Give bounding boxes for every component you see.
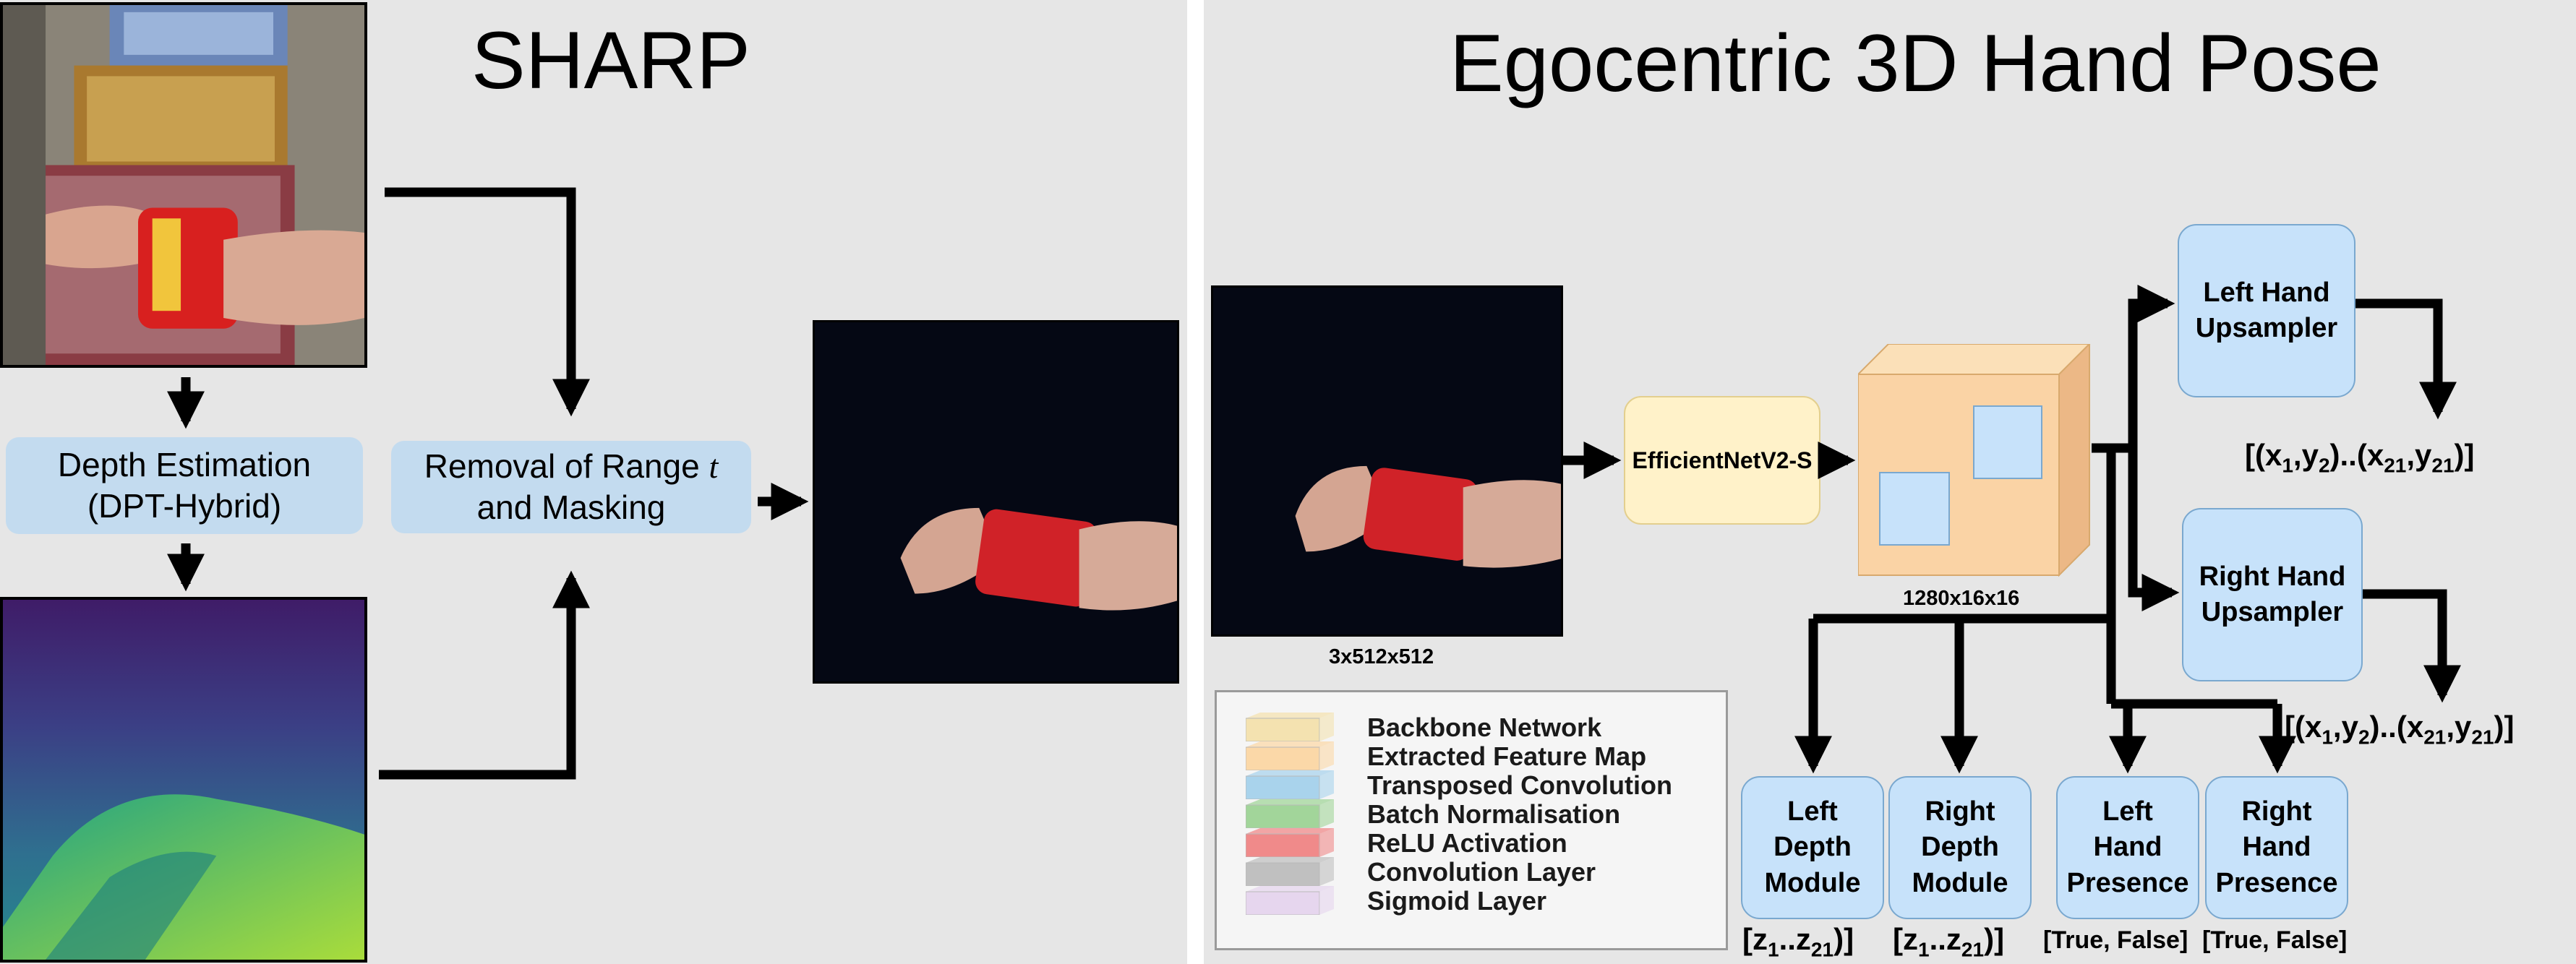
left-depth-module: Left Depth Module: [1741, 776, 1884, 919]
legend-label: Backbone Network: [1367, 713, 1602, 742]
legend-swatch: [1246, 857, 1334, 886]
legend-swatch: [1246, 828, 1334, 857]
legend-swatch: [1246, 713, 1334, 741]
masked-output-image: [813, 320, 1179, 684]
depth-estimation-line1: Depth Estimation: [57, 445, 312, 483]
legend-item: Backbone Network: [1217, 713, 1730, 741]
legend-item: ReLU Activation: [1217, 828, 1730, 857]
right-hand-upsampler: Right Hand Upsampler: [2182, 508, 2363, 681]
right-keypoints-output: [(x1,y2)..(x21,y21)]: [2285, 710, 2515, 749]
left-keypoints-output: [(x1,y2)..(x21,y21)]: [2245, 438, 2475, 477]
depth-estimation-line2: (DPT-Hybrid): [87, 487, 282, 525]
left-depth-output: [z1..z21)]: [1742, 922, 1854, 961]
legend-label: Batch Normalisation: [1367, 799, 1621, 829]
range-variable: t: [709, 447, 719, 485]
right-presence-output: [True, False]: [2202, 926, 2348, 954]
range-removal-line1: Removal of Range: [424, 447, 709, 485]
depth-map-image: [0, 597, 367, 963]
legend-swatch: [1246, 886, 1334, 915]
left-upsampler-line2: Upsampler: [2195, 313, 2338, 343]
right-upsampler-line1: Right Hand: [2199, 561, 2346, 592]
left-hand-upsampler: Left Hand Upsampler: [2178, 224, 2355, 397]
legend-label: ReLU Activation: [1367, 828, 1567, 858]
right-upsampler-line2: Upsampler: [2201, 597, 2344, 627]
legend-label: Transposed Convolution: [1367, 770, 1673, 800]
hand-pose-title: Egocentric 3D Hand Pose: [1450, 18, 2382, 108]
legend-label: Extracted Feature Map: [1367, 741, 1647, 771]
legend-swatch: [1246, 799, 1334, 828]
legend-item: Convolution Layer: [1217, 857, 1730, 886]
input-dims-label: 3x512x512: [1329, 645, 1434, 668]
rgb-input-image: [0, 2, 367, 368]
right-depth-module: Right Depth Module: [1888, 776, 2032, 919]
range-removal-box: Removal of Range t and Masking: [391, 441, 751, 533]
pose-input-image: [1211, 285, 1563, 637]
backbone-box: EfficientNetV2-S: [1624, 396, 1820, 525]
right-depth-output: [z1..z21)]: [1893, 922, 2005, 961]
legend-label: Convolution Layer: [1367, 857, 1596, 887]
legend-label: Sigmoid Layer: [1367, 886, 1547, 916]
range-removal-line2: and Masking: [476, 489, 666, 526]
legend-item: Transposed Convolution: [1217, 770, 1730, 799]
legend-swatch: [1246, 741, 1334, 770]
left-upsampler-line1: Left Hand: [2203, 277, 2330, 308]
legend-swatch: [1246, 770, 1334, 799]
depth-estimation-box: Depth Estimation (DPT-Hybrid): [6, 437, 363, 534]
left-hand-presence: Left Hand Presence: [2056, 776, 2199, 919]
legend-item: Batch Normalisation: [1217, 799, 1730, 828]
legend-item: Sigmoid Layer: [1217, 886, 1730, 915]
legend-item: Extracted Feature Map: [1217, 741, 1730, 770]
sharp-title: SHARP: [471, 15, 750, 106]
feature-dims-label: 1280x16x16: [1903, 587, 2020, 610]
feature-map-cube: [1858, 344, 2091, 577]
right-hand-presence: Right Hand Presence: [2205, 776, 2348, 919]
left-presence-output: [True, False]: [2043, 926, 2188, 954]
